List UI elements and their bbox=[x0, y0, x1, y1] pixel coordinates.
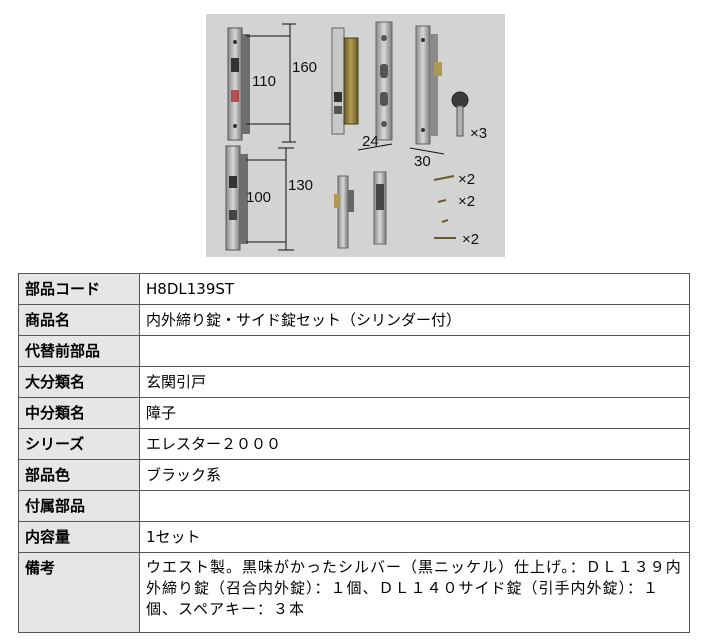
spec-table: 部品コード H8DL139ST 商品名 内外締り錠・サイド錠セット（シリンダー付… bbox=[18, 273, 690, 633]
screw-a-quantity-label: ×2 bbox=[458, 171, 475, 188]
row-label: 備考 bbox=[18, 552, 140, 633]
top-height-label: 160 bbox=[292, 59, 317, 76]
table-row: 部品色 ブラック系 bbox=[18, 459, 690, 491]
side-lock-image bbox=[225, 145, 248, 251]
bottom-dimension-lines bbox=[246, 147, 294, 251]
row-label: 代替前部品 bbox=[18, 335, 140, 367]
bottom-width-label: 100 bbox=[246, 189, 271, 206]
table-row: 中分類名 障子 bbox=[18, 397, 690, 429]
table-row: 付属部品 bbox=[18, 490, 690, 522]
row-value: 障子 bbox=[139, 397, 690, 429]
row-label: 内容量 bbox=[18, 521, 140, 553]
top-width-label: 110 bbox=[252, 73, 276, 90]
screw-icon bbox=[433, 175, 456, 239]
strike-width-arrow bbox=[357, 143, 393, 151]
side-plate-image bbox=[415, 25, 442, 145]
table-row: 備考 ウエスト製。黒味がかったシルバー（黒ニッケル）仕上げ。：ＤＬ１３９内外締り… bbox=[18, 552, 690, 633]
lock-parts-illustration: 110 160 100 130 bbox=[225, 21, 487, 251]
product-photo: 110 160 100 130 bbox=[206, 14, 505, 257]
row-label: 商品名 bbox=[18, 304, 140, 336]
row-value: ウエスト製。黒味がかったシルバー（黒ニッケル）仕上げ。：ＤＬ１３９内外締り錠（召… bbox=[139, 552, 690, 633]
table-row: シリーズ エレスター２０００ bbox=[18, 428, 690, 460]
row-value: ブラック系 bbox=[139, 459, 690, 491]
row-value: エレスター２０００ bbox=[139, 428, 690, 460]
lock-body-image bbox=[331, 27, 359, 135]
key-quantity-label: ×3 bbox=[470, 125, 487, 142]
strike-width-label: 24 bbox=[362, 133, 379, 150]
keeper-image bbox=[334, 171, 387, 249]
key-icon bbox=[451, 91, 469, 137]
screw-b-quantity-label: ×2 bbox=[458, 193, 475, 210]
row-label: 大分類名 bbox=[18, 366, 140, 398]
table-row: 大分類名 玄関引戸 bbox=[18, 366, 690, 398]
table-row: 内容量 1セット bbox=[18, 521, 690, 553]
row-label: 部品色 bbox=[18, 459, 140, 491]
plate-width-arrow bbox=[409, 147, 445, 155]
strike-plate-image bbox=[375, 21, 393, 141]
screw-c-quantity-label: ×2 bbox=[462, 231, 479, 248]
row-value bbox=[139, 335, 690, 367]
row-label: 部品コード bbox=[18, 273, 140, 305]
row-value: 玄関引戸 bbox=[139, 366, 690, 398]
row-label: 中分類名 bbox=[18, 397, 140, 429]
inner-outer-lock-image bbox=[227, 27, 250, 141]
table-row: 代替前部品 bbox=[18, 335, 690, 367]
table-row: 部品コード H8DL139ST bbox=[18, 273, 690, 305]
row-value: H8DL139ST bbox=[139, 273, 690, 305]
row-value: 内外締り錠・サイド錠セット（シリンダー付） bbox=[139, 304, 690, 336]
row-label: シリーズ bbox=[18, 428, 140, 460]
row-value: 1セット bbox=[139, 521, 690, 553]
bottom-height-label: 130 bbox=[288, 177, 313, 194]
table-row: 商品名 内外締り錠・サイド錠セット（シリンダー付） bbox=[18, 304, 690, 336]
row-label: 付属部品 bbox=[18, 490, 140, 522]
plate-width-label: 30 bbox=[414, 153, 431, 170]
row-value bbox=[139, 490, 690, 522]
top-dimension-lines bbox=[246, 23, 296, 143]
